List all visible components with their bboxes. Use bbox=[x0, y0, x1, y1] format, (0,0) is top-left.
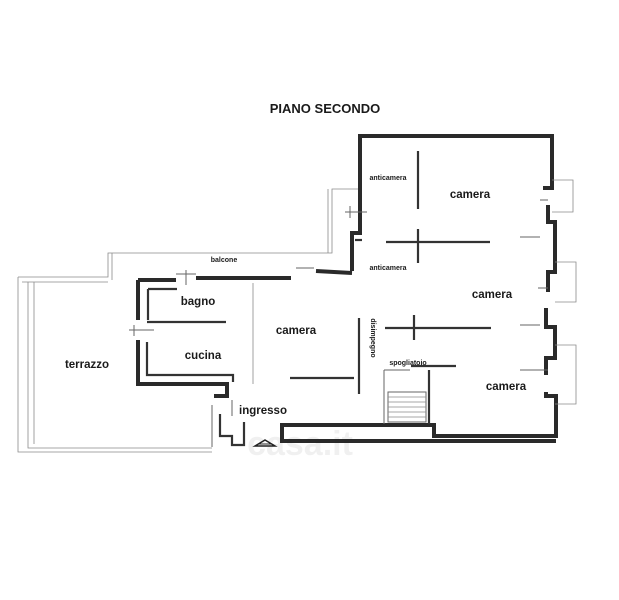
room-label-camera-top: camera bbox=[450, 189, 491, 201]
interior-walls bbox=[145, 151, 491, 424]
outer-walls bbox=[136, 134, 558, 443]
room-label-camera-center: camera bbox=[276, 325, 317, 337]
room-label-ingresso: ingresso bbox=[239, 405, 287, 417]
room-label-bagno: bagno bbox=[181, 296, 216, 308]
openings bbox=[129, 206, 540, 416]
room-label-anticamera-top: anticamera bbox=[370, 175, 407, 182]
room-label-disimpegno: disimpegno bbox=[369, 318, 376, 357]
entrance-arrow-icon bbox=[252, 439, 278, 447]
room-label-cucina: cucina bbox=[185, 350, 222, 362]
entrance-detail bbox=[211, 405, 278, 447]
watermark: casa.it bbox=[247, 425, 353, 463]
terrace-outline bbox=[17, 188, 360, 453]
room-label-terrazzo: terrazzo bbox=[65, 359, 109, 371]
room-label-camera-bottom: camera bbox=[486, 381, 527, 393]
plan-title: PIANO SECONDO bbox=[270, 101, 381, 116]
room-label-spogliatoio: spogliatoio bbox=[389, 360, 426, 367]
room-label-balcone: balcone bbox=[211, 257, 238, 264]
staircase bbox=[383, 369, 427, 424]
room-label-anticamera-mid: anticamera bbox=[370, 265, 407, 272]
room-label-camera-right: camera bbox=[472, 289, 513, 301]
bay-windows bbox=[538, 179, 577, 405]
